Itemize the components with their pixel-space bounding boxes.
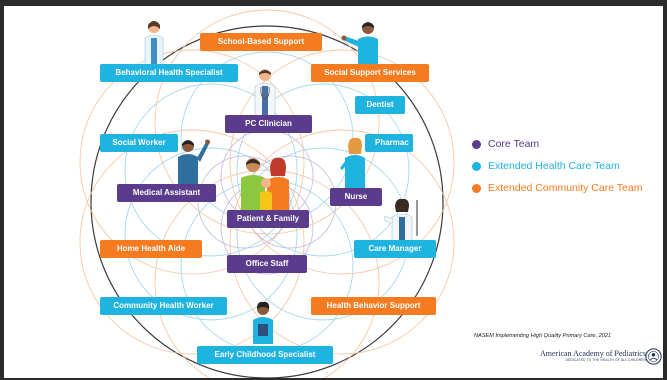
role-social-support-services: Social Support Services xyxy=(311,64,429,82)
role-nurse: Nurse xyxy=(330,188,382,206)
role-dentist: Dentist xyxy=(355,96,405,114)
aap-logo-text: American Academy of Pediatrics DEDICATED… xyxy=(540,349,646,362)
role-medical-assistant: Medical Assistant xyxy=(117,184,216,202)
role-social-worker: Social Worker xyxy=(100,134,178,152)
social-support-figure xyxy=(341,22,378,64)
outer-ring xyxy=(90,25,444,378)
aap-seal-icon xyxy=(645,348,662,365)
legend-item-extended-community: Extended Community Care Team xyxy=(472,178,642,198)
nurse-figure xyxy=(340,137,365,188)
role-pharmacist: Pharmac xyxy=(365,134,413,152)
role-office-staff: Office Staff xyxy=(227,255,307,273)
organization-tagline: DEDICATED TO THE HEALTH OF ALL CHILDREN xyxy=(565,358,646,362)
role-school-based-support: School-Based Support xyxy=(200,33,322,51)
role-behavioral-health-specialist: Behavioral Health Specialist xyxy=(100,64,238,82)
role-home-health-aide: Home Health Aide xyxy=(100,240,202,258)
care-manager-figure xyxy=(383,198,418,247)
extended-community-rings xyxy=(79,9,455,378)
patient-family-figure xyxy=(241,157,289,212)
legend: Core Team Extended Health Care Team Exte… xyxy=(472,134,642,200)
legend-dot-extended-health xyxy=(472,161,481,171)
slide: School-Based Support Behavioral Health S… xyxy=(4,6,663,378)
role-community-health-worker: Community Health Worker xyxy=(100,297,227,315)
legend-item-core-team: Core Team xyxy=(472,134,642,154)
legend-item-extended-health: Extended Health Care Team xyxy=(472,156,642,176)
legend-label-extended-health: Extended Health Care Team xyxy=(488,160,620,172)
early-childhood-specialist-figure xyxy=(253,301,273,344)
role-health-behavior-support: Health Behavior Support xyxy=(311,297,436,315)
legend-label-core: Core Team xyxy=(488,138,540,150)
legend-dot-extended-community xyxy=(472,183,481,193)
pc-clinician-figure xyxy=(254,69,276,117)
role-care-manager: Care Manager xyxy=(354,240,436,258)
role-pc-clinician: PC Clinician xyxy=(225,115,312,133)
legend-label-extended-community: Extended Community Care Team xyxy=(488,182,643,194)
legend-dot-core xyxy=(472,139,481,149)
medical-assistant-figure xyxy=(178,139,210,188)
organization-name: American Academy of Pediatrics xyxy=(540,349,646,358)
role-patient-family: Patient & Family xyxy=(227,210,309,228)
citation: NASEM Implementing High Quality Primary … xyxy=(474,333,612,339)
behavioral-health-specialist-figure xyxy=(144,21,164,73)
role-early-childhood-specialist: Early Childhood Specialist xyxy=(197,346,333,364)
